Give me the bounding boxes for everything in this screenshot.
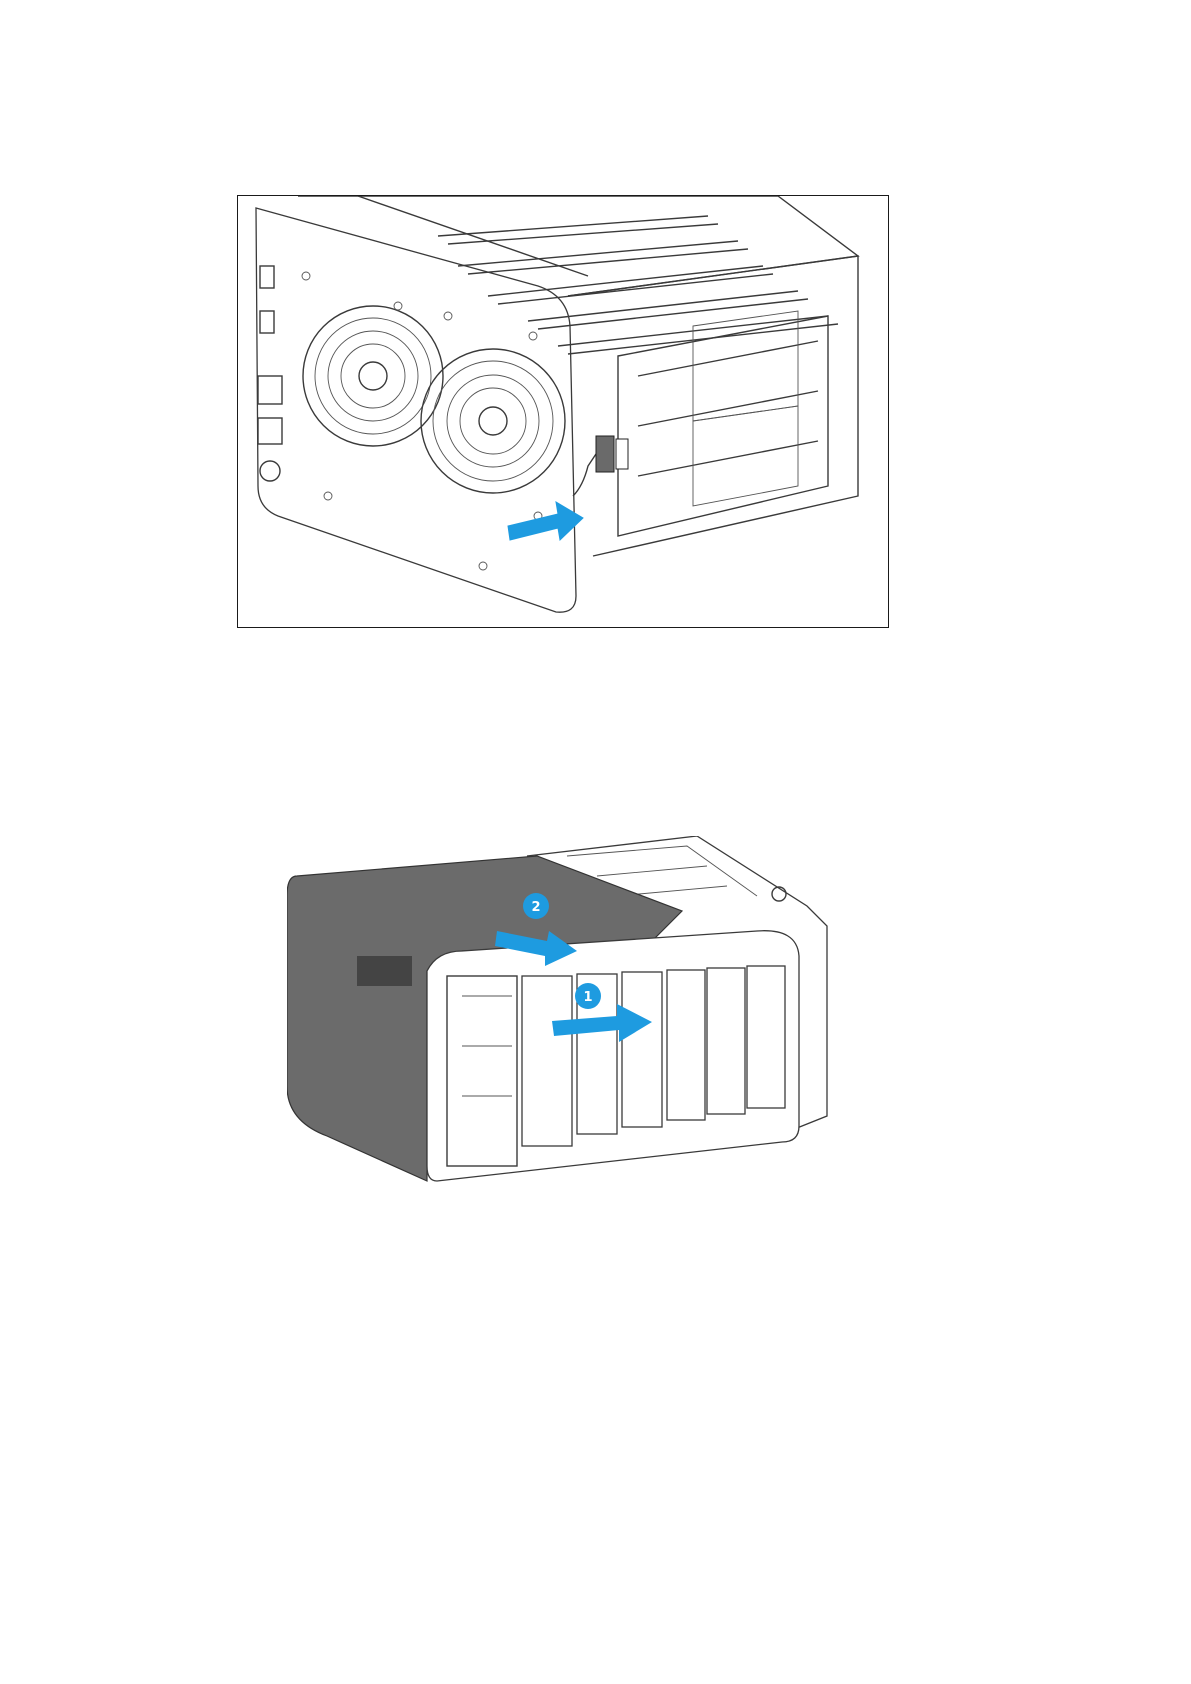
svg-text:2: 2 — [531, 900, 540, 915]
fan-cable-illustration — [238, 196, 890, 629]
fan-cable-figure — [237, 195, 889, 628]
callout-2: 2 — [523, 893, 549, 919]
cover-removal-figure: 2 1 — [287, 836, 847, 1196]
callout-1: 1 — [575, 983, 601, 1009]
vent-grille — [357, 956, 412, 986]
svg-text:1: 1 — [583, 990, 592, 1005]
cover-removal-illustration: 2 1 — [287, 836, 847, 1196]
